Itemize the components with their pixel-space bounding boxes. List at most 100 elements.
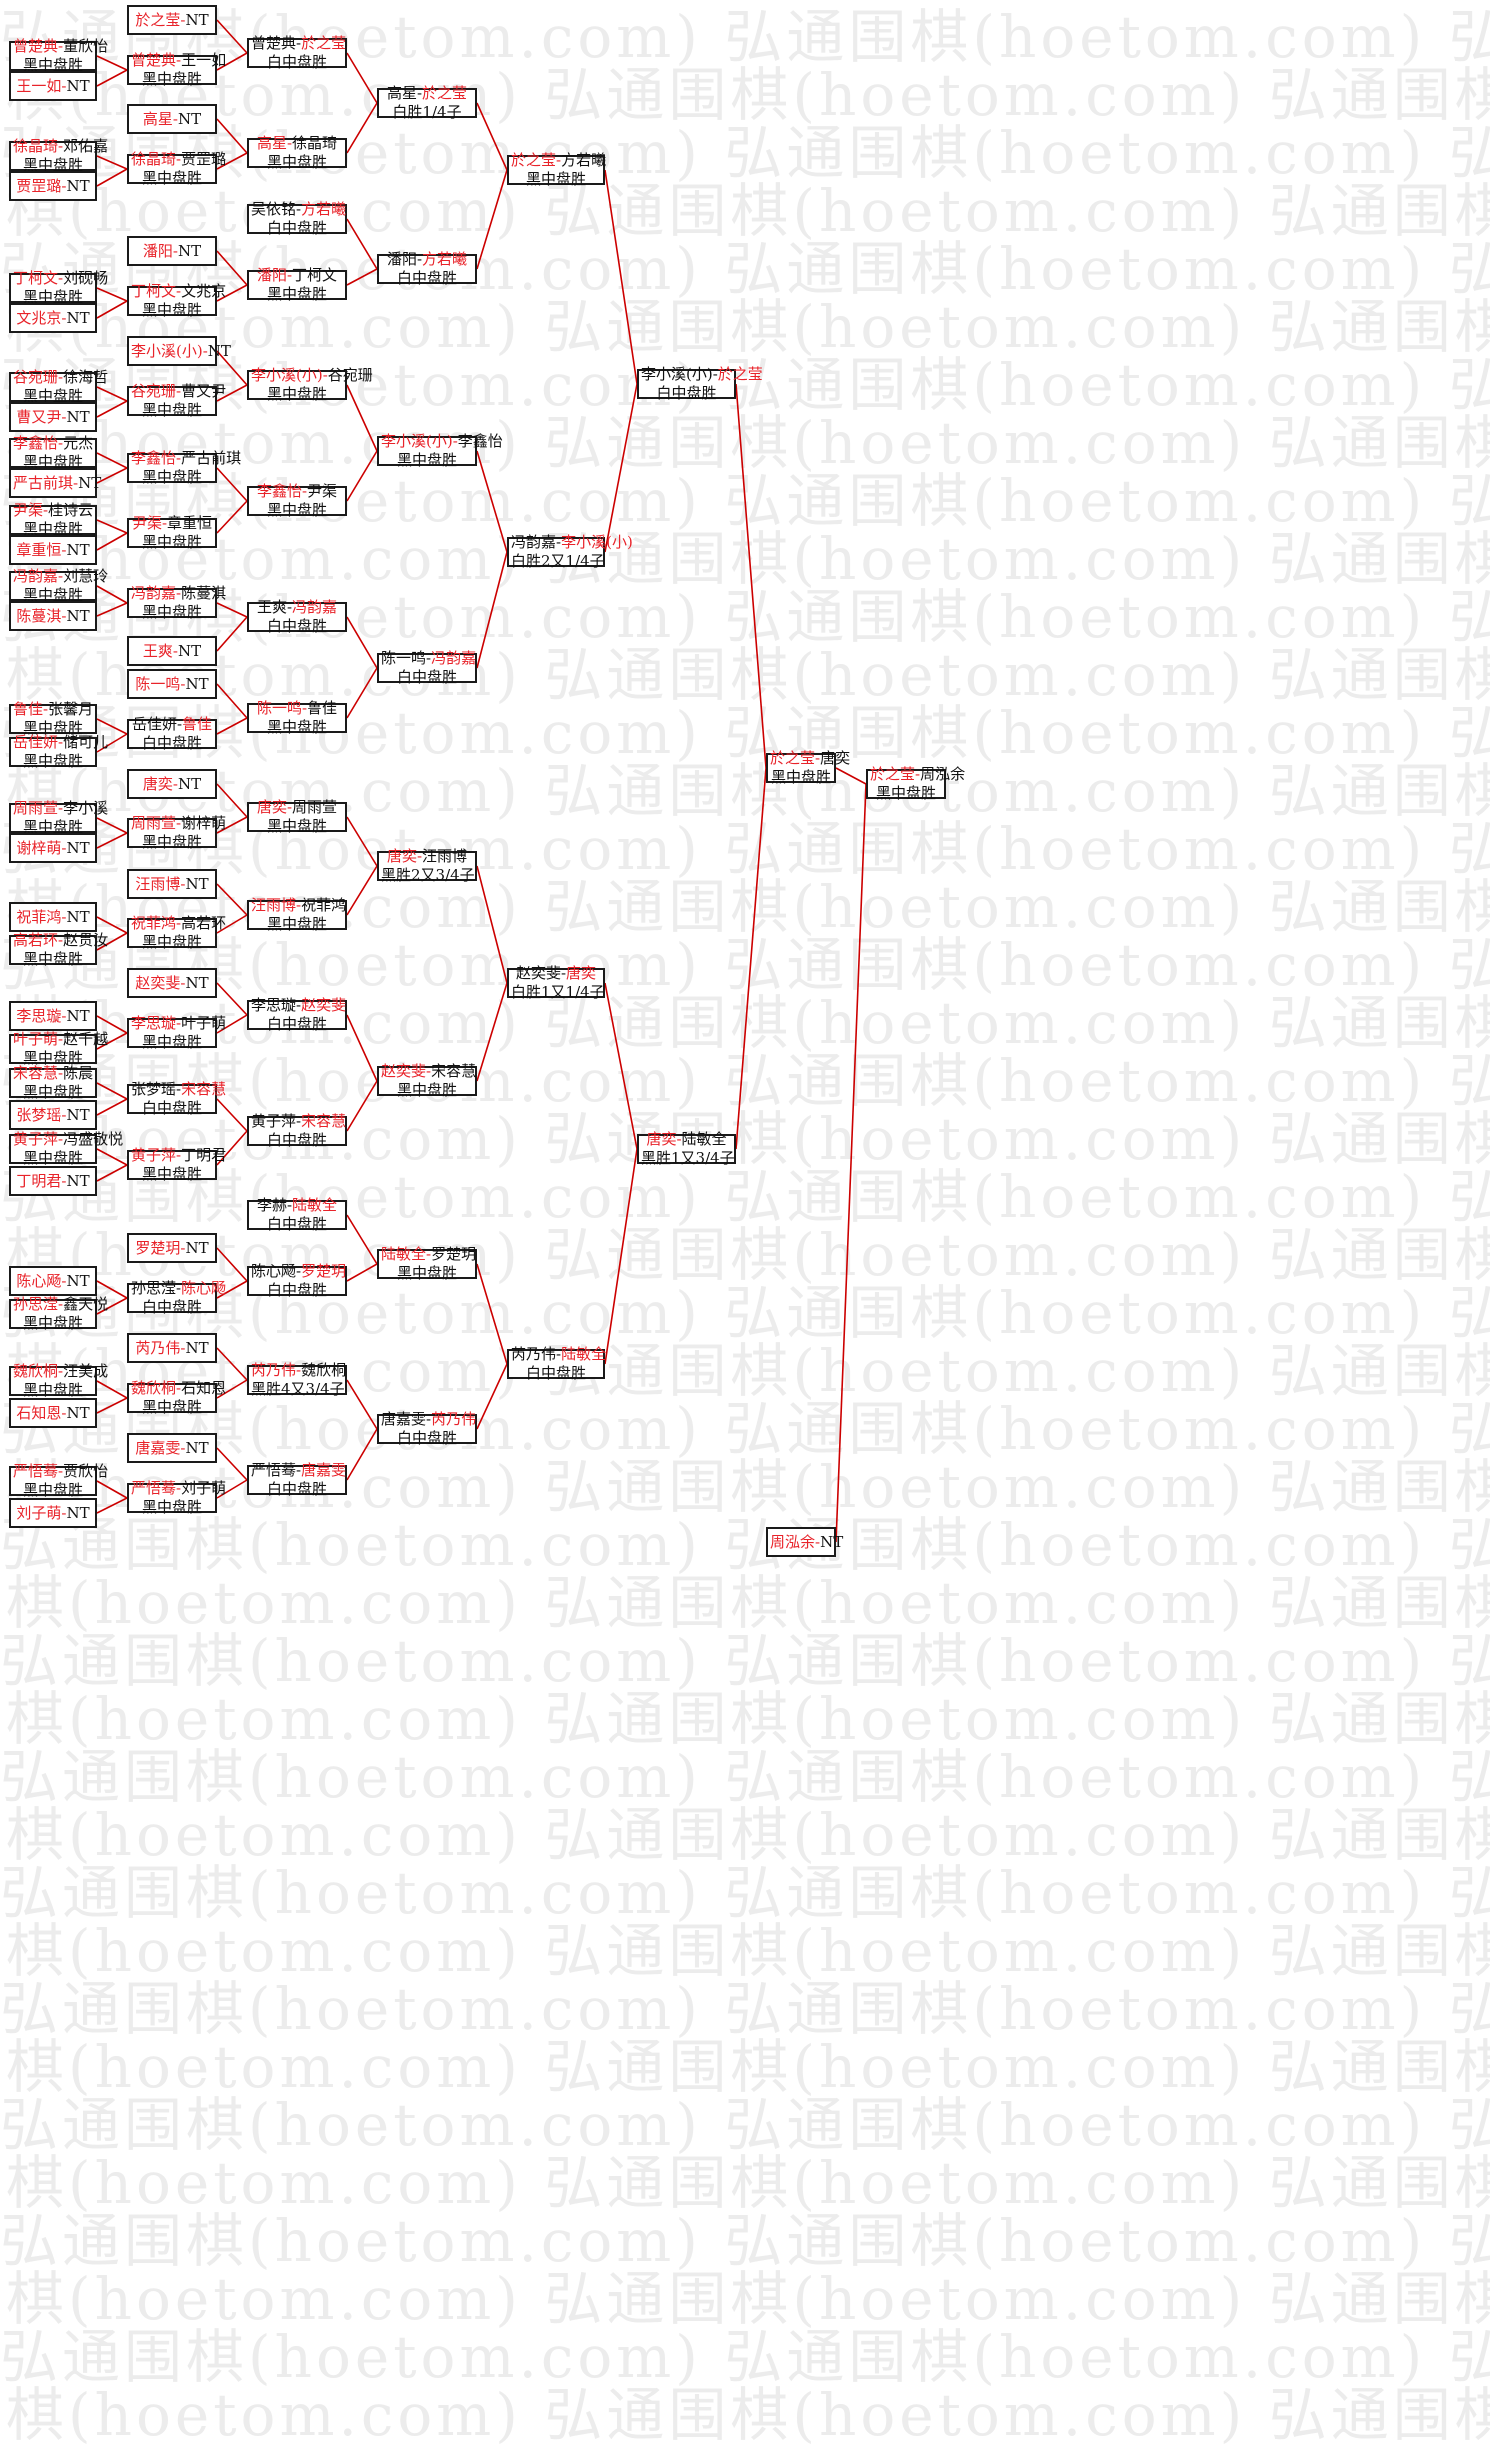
- match-players: 陈一鸣-冯韵嘉: [381, 649, 476, 668]
- match-players: 芮乃伟-NT: [131, 1339, 213, 1358]
- separator: -: [296, 896, 302, 914]
- player-white: 桂诗云: [48, 501, 94, 519]
- match-box: 严悟蓦-刘子萌黑中盘胜: [127, 1479, 226, 1516]
- player-black: 唐奕: [386, 847, 417, 865]
- player-white: NT: [820, 1532, 844, 1551]
- separator: -: [202, 341, 208, 360]
- player-white: 高若环: [181, 914, 227, 932]
- player-white: NT: [66, 1503, 90, 1522]
- match-box: 潘阳-方若曦白中盘胜: [377, 250, 477, 287]
- match-players: 李鑫怡-严古前琪: [131, 449, 241, 468]
- match-box: 唐奕-汪雨博黑胜2又3/4子: [377, 847, 477, 884]
- player-white: NT: [66, 76, 90, 95]
- match-result: 白中盘胜: [525, 1364, 586, 1382]
- player-white: 罗楚玥: [431, 1245, 477, 1263]
- bracket-connector: [346, 616, 378, 669]
- match-players: 谢梓萌-NT: [13, 839, 93, 858]
- bracket-connector: [346, 1379, 378, 1430]
- match-box: 赵奕斐-宋容慧黑中盘胜: [377, 1062, 477, 1099]
- player-white: NT: [185, 1438, 209, 1457]
- player-black: 陈一鸣: [256, 699, 302, 717]
- match-players: 汪雨博-NT: [131, 875, 213, 894]
- match-box: 黄子萍-丁明君黑中盘胜: [127, 1146, 226, 1183]
- match-result: 白中盘胜: [141, 1298, 202, 1316]
- match-result: 黑中盘胜: [141, 533, 202, 551]
- separator: -: [676, 1130, 682, 1148]
- separator: -: [712, 365, 718, 383]
- bracket-connector: [96, 1148, 128, 1166]
- bracket-connector: [96, 733, 128, 753]
- player-white: NT: [66, 176, 90, 195]
- bracket-connector: [346, 268, 378, 286]
- bracket-connector: [346, 102, 378, 154]
- separator: -: [58, 1362, 64, 1380]
- separator: -: [286, 134, 293, 152]
- match-players: 周雨萱-李小溪: [13, 799, 108, 818]
- player-white: 宋容慧: [431, 1062, 477, 1080]
- separator: -: [322, 366, 328, 384]
- player-white: 尹渠: [307, 482, 338, 500]
- bracket-connector: [216, 783, 248, 818]
- bracket-connector: [216, 683, 248, 719]
- player-white: NT: [66, 1271, 90, 1290]
- match-players: 严悟蓦-刘子萌: [131, 1479, 226, 1498]
- match-players: 周泓余-NT: [770, 1532, 843, 1552]
- match-box: 严悟蓦-贾欣怡黑中盘胜: [9, 1462, 108, 1499]
- player-black: 赵奕斐: [381, 1062, 427, 1080]
- match-result: 白中盘胜: [266, 1215, 327, 1233]
- bracket-connector: [216, 1130, 248, 1166]
- separator: -: [815, 1532, 821, 1551]
- player-black: 芮乃伟: [251, 1361, 297, 1379]
- player-black: 贾罡璐: [16, 176, 62, 195]
- player-white: NT: [185, 1238, 209, 1257]
- player-black: 岳佳妍: [13, 733, 59, 751]
- player-white: 魏欣桐: [301, 1361, 347, 1379]
- bracket-connector: [96, 1497, 128, 1514]
- match-players: 黄子萍-宋容慧: [251, 1112, 346, 1131]
- bracket-connector: [346, 1080, 378, 1132]
- match-result: 白中盘胜: [141, 1099, 202, 1117]
- player-white: 董欣怡: [63, 37, 109, 55]
- player-black: 严悟蓦: [131, 1479, 177, 1497]
- separator: -: [176, 715, 183, 733]
- separator: -: [58, 1030, 64, 1048]
- player-black: 唐奕: [256, 798, 287, 816]
- separator: -: [176, 382, 182, 400]
- match-players: 唐奕-周雨萱: [251, 798, 343, 817]
- player-white: 李小溪: [63, 799, 109, 817]
- match-result: 白中盘胜: [266, 1281, 327, 1299]
- player-white: NT: [78, 473, 102, 492]
- match-players: 张梦瑶-宋容慧: [131, 1080, 226, 1099]
- match-result: 黑中盘胜: [525, 170, 586, 188]
- bracket-connector: [835, 767, 867, 785]
- match-box: 丁明君-NT: [9, 1166, 97, 1196]
- bracket-connector: [96, 69, 128, 87]
- player-black: 李小溪(小): [381, 432, 453, 450]
- match-result: 白中盘胜: [656, 384, 717, 402]
- match-players: 石知恩-NT: [13, 1404, 93, 1423]
- match-players: 李小溪(小)-於之莹: [641, 365, 763, 384]
- separator: -: [426, 1410, 432, 1428]
- separator: -: [180, 1238, 186, 1257]
- match-box: 丁柯文-刘砚畅黑中盘胜: [9, 269, 108, 306]
- separator: -: [43, 501, 49, 519]
- match-box: 魏欣桐-汪美成黑中盘胜: [9, 1362, 108, 1399]
- bracket-connector: [735, 767, 767, 1150]
- match-players: 赵奕斐-唐奕: [511, 964, 601, 983]
- player-black: 宋容慧: [13, 1064, 59, 1082]
- player-white: 谷宛珊: [327, 366, 373, 384]
- separator: -: [61, 1271, 67, 1290]
- match-players: 陈一鸣-鲁佳: [251, 699, 343, 718]
- match-result: 黑中盘胜: [141, 401, 202, 419]
- separator: -: [426, 1245, 432, 1263]
- match-players: 唐奕-陆敏全: [641, 1130, 732, 1149]
- bracket-connector: [216, 1479, 248, 1499]
- separator: -: [172, 774, 178, 793]
- match-players: 岳佳妍-鲁佳: [131, 715, 213, 734]
- match-box: 李小溪(小)-於之莹白中盘胜: [637, 365, 763, 402]
- player-white: 刘砚畅: [63, 269, 109, 287]
- player-black: 曾楚典: [131, 51, 177, 69]
- bracket-connector: [96, 55, 128, 71]
- match-result: 白胜1/4子: [392, 103, 462, 121]
- match-players: 唐嘉雯-NT: [131, 1439, 213, 1458]
